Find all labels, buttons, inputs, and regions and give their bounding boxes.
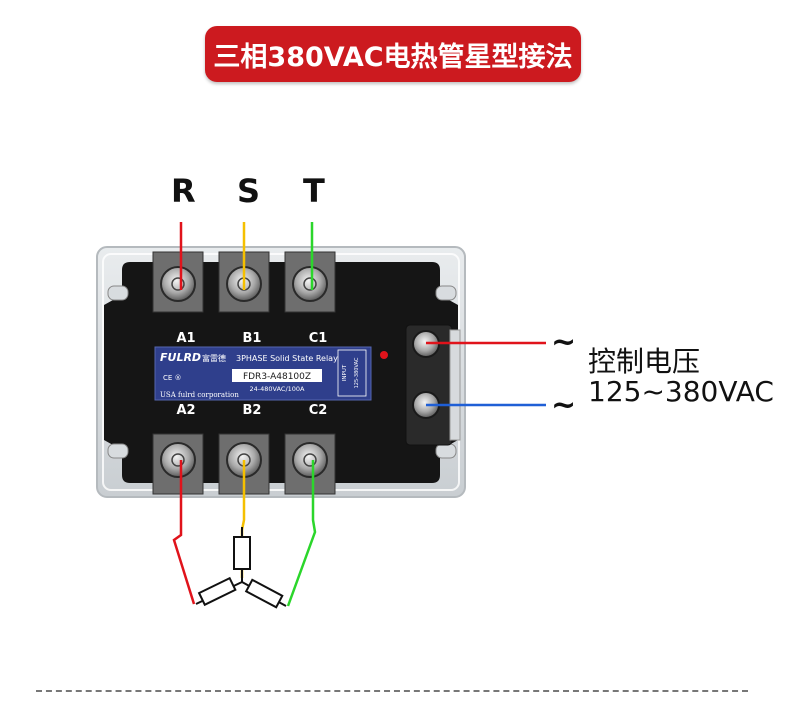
input-label: INPUT [342,364,348,381]
phase-wires-top [179,222,314,290]
phase-label-t: T [303,172,325,210]
rating-text: 24-480VAC/100A [250,385,306,393]
heater-element-b [233,527,251,582]
brand-logo: FULRD [160,351,201,364]
wire-c2 [286,460,317,607]
terminal-label-c2: C2 [309,403,328,418]
phase-label-r: R [171,172,196,210]
brand-cn: 富雷德 [202,353,226,363]
terminal-blocks-top [152,251,336,313]
indicator-led [380,351,388,359]
input-range: 125-380VAC [354,357,360,388]
heater-element-c [241,578,287,609]
control-terminals [380,324,461,446]
wire-a2 [172,460,196,605]
star-load-wiring [172,460,317,609]
tilde-top: ~ [551,325,577,360]
control-voltage-value: 125~380VAC [588,375,774,408]
terminal-label-c1: C1 [309,331,328,346]
phase-label-s: S [237,172,261,210]
company-text: USA fulrd corporation [160,391,239,399]
control-wires [426,341,546,407]
terminal-label-b1: B1 [243,331,262,346]
tilde-bottom: ~ [551,388,577,423]
terminal-label-b2: B2 [243,403,262,418]
cert-marks: CE ® [163,374,182,382]
title-text: 三相380VAC电热管星型接法 [213,41,573,73]
heater-element-a [195,576,243,607]
relay-label-panel: FULRD 富雷德 3PHASE Solid State Relay FDR3-… [154,346,372,401]
model-number: FDR3-A48100Z [243,372,311,382]
control-voltage-label: 控制电压 [588,345,701,378]
terminal-label-a1: A1 [176,331,195,346]
dashed-divider [36,690,748,692]
title-banner: 三相380VAC电热管星型接法 [205,26,581,82]
terminal-label-a2: A2 [176,403,195,418]
product-line: 3PHASE Solid State Relay [236,354,338,363]
